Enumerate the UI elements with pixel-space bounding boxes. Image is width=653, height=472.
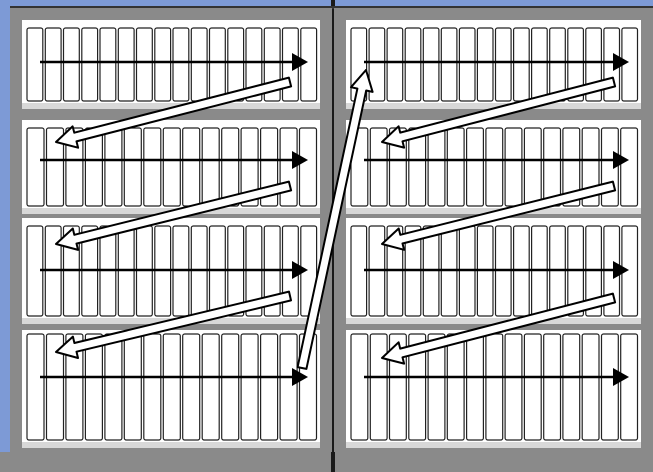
book [505, 334, 522, 440]
book [202, 128, 219, 206]
book [144, 334, 161, 440]
shelf-board [346, 442, 641, 448]
book [300, 128, 317, 206]
book [514, 28, 530, 101]
book [183, 334, 200, 440]
book [544, 334, 561, 440]
book [486, 128, 503, 206]
book [82, 28, 98, 101]
book [387, 28, 403, 101]
book [124, 334, 141, 440]
book [202, 334, 219, 440]
book [222, 334, 239, 440]
book [351, 334, 368, 440]
book [467, 334, 484, 440]
book [191, 28, 207, 101]
book [100, 28, 116, 101]
book [467, 128, 484, 206]
book [280, 334, 297, 440]
book [144, 128, 161, 206]
book [241, 334, 258, 440]
book [423, 28, 439, 101]
book [85, 128, 102, 206]
book [370, 334, 387, 440]
book [105, 128, 122, 206]
book [27, 128, 44, 206]
book [524, 128, 541, 206]
book [524, 334, 541, 440]
book [183, 128, 200, 206]
book [428, 128, 445, 206]
book [27, 28, 43, 101]
book [621, 334, 638, 440]
book [496, 28, 512, 101]
book [155, 28, 171, 101]
book [441, 28, 457, 101]
book [582, 334, 599, 440]
book [105, 334, 122, 440]
book [64, 28, 80, 101]
book [621, 128, 638, 206]
book [477, 28, 493, 101]
bookcase-plinth [0, 452, 653, 472]
book [163, 334, 180, 440]
book [27, 334, 44, 440]
book [532, 28, 548, 101]
shelf-board [346, 318, 641, 324]
book [124, 128, 141, 206]
book [486, 334, 503, 440]
book [118, 28, 134, 101]
book [210, 28, 226, 101]
book [602, 334, 619, 440]
book [563, 334, 580, 440]
book [405, 28, 421, 101]
book [261, 334, 278, 440]
book [173, 28, 189, 101]
shelf-board [22, 442, 320, 448]
book [137, 28, 153, 101]
book [163, 128, 180, 206]
book [45, 28, 61, 101]
book [505, 128, 522, 206]
book [447, 334, 464, 440]
book [544, 128, 561, 206]
book [447, 128, 464, 206]
book [459, 28, 475, 101]
